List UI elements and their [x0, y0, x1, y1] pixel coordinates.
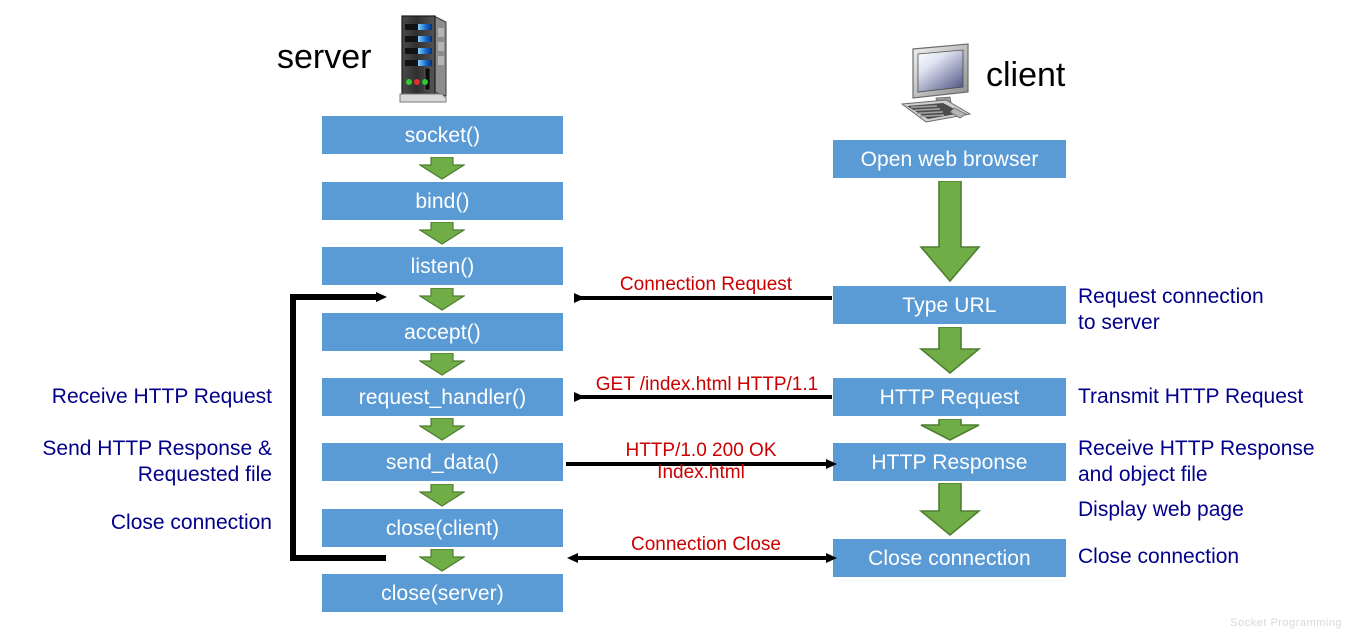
- message-label-get-index-html: GET /index.html HTTP/1.1: [595, 374, 819, 395]
- server-node-close-server[interactable]: close(server): [322, 574, 563, 612]
- green-block-down-arrow-icon: [919, 419, 981, 441]
- green-down-arrow-icon: [419, 549, 465, 572]
- footer-ghost-text: Socket Programming: [1230, 617, 1342, 629]
- green-block-down-arrow-icon: [919, 181, 981, 283]
- server-node-bind[interactable]: bind(): [322, 182, 563, 220]
- server-label: server: [277, 38, 372, 76]
- server-tower-icon: [398, 12, 450, 104]
- server-annotation-receive-http-request: Receive HTTP Request: [51, 385, 272, 408]
- client-annotation-receive-http-response: Receive HTTP Response and object file: [1078, 437, 1315, 486]
- message-label-http-200-ok: HTTP/1.0 200 OK Index.html: [625, 440, 777, 483]
- client-node-type-url[interactable]: Type URL: [833, 286, 1066, 324]
- client-annotation-close-connection: Close connection: [1078, 545, 1240, 568]
- green-down-arrow-icon: [419, 484, 465, 507]
- client-node-close-connection[interactable]: Close connection: [833, 539, 1066, 577]
- green-down-arrow-icon: [419, 418, 465, 441]
- server-node-listen[interactable]: listen(): [322, 247, 563, 285]
- server-node-accept[interactable]: accept(): [322, 313, 563, 351]
- green-block-down-arrow-icon: [919, 483, 981, 537]
- desktop-computer-icon: [898, 42, 976, 130]
- client-label: client: [986, 56, 1066, 94]
- client-node-http-response[interactable]: HTTP Response: [833, 443, 1066, 481]
- message-label-connection-close: Connection Close: [631, 534, 781, 555]
- client-annotation-display-web-page: Display web page: [1078, 498, 1244, 521]
- client-node-open-web-browser[interactable]: Open web browser: [833, 140, 1066, 178]
- server-node-request-handler[interactable]: request_handler(): [322, 378, 563, 416]
- message-label-connection-request: Connection Request: [619, 274, 793, 295]
- green-down-arrow-icon: [419, 157, 465, 180]
- green-down-arrow-icon: [419, 222, 465, 245]
- server-node-close-client[interactable]: close(client): [322, 509, 563, 547]
- client-node-http-request[interactable]: HTTP Request: [833, 378, 1066, 416]
- server-annotation-send-http-response: Send HTTP Response & Requested file: [42, 437, 272, 486]
- client-annotation-request-connection: Request connection to server: [1078, 285, 1264, 334]
- client-annotation-transmit-http-request: Transmit HTTP Request: [1078, 385, 1304, 408]
- server-node-send-data[interactable]: send_data(): [322, 443, 563, 481]
- server-annotation-close-connection: Close connection: [110, 511, 272, 534]
- server-node-socket[interactable]: socket(): [322, 116, 563, 154]
- green-down-arrow-icon: [419, 288, 465, 311]
- green-block-down-arrow-icon: [919, 327, 981, 375]
- green-down-arrow-icon: [419, 353, 465, 376]
